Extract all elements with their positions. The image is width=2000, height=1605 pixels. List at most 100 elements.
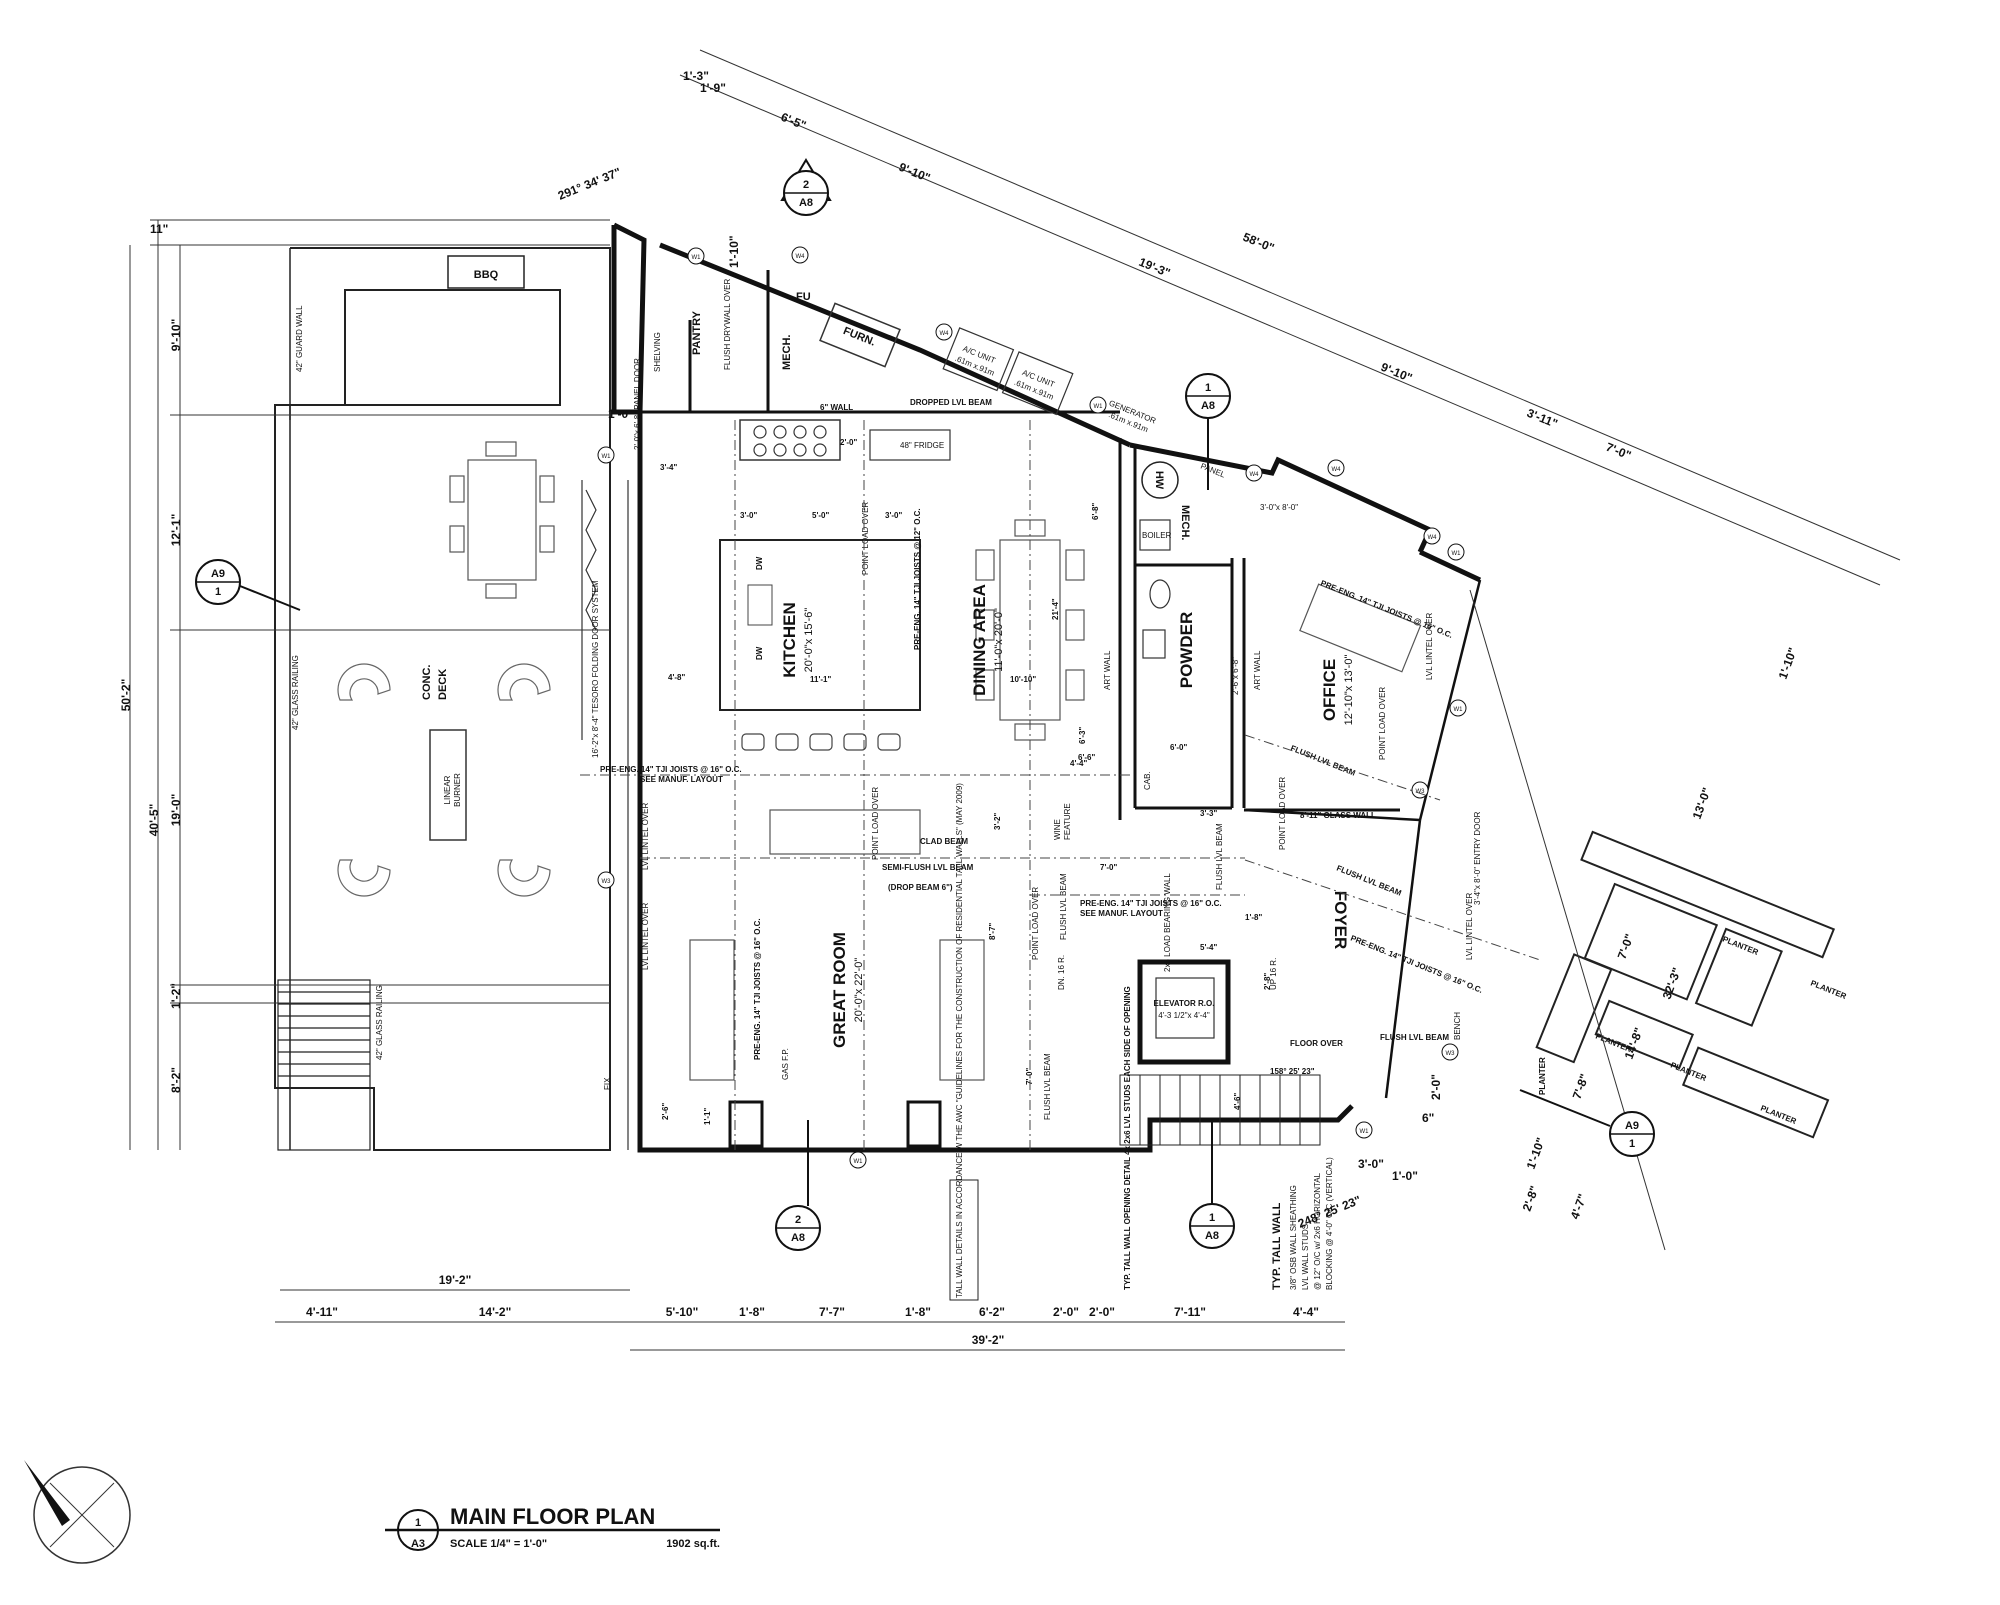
dim-bottom-14-2: 14'-2": [479, 1305, 512, 1319]
dim-3-0-right: 3'-0": [1358, 1157, 1384, 1171]
deck-stairs: [277, 979, 371, 1151]
title-scale: SCALE 1/4" = 1'-0": [450, 1538, 547, 1550]
dim-bottom-6-2: 6'-2": [979, 1305, 1005, 1319]
dim-3-11: 3'-11": [1525, 406, 1560, 431]
angle-158: 158° 25' 23": [1270, 1067, 1315, 1076]
dim-int-7-0b: 7'-0": [1025, 1068, 1034, 1085]
dim-9-10-right: 9'-10": [1379, 360, 1414, 385]
wtag-5: W4: [1250, 472, 1260, 478]
dim-bottom-1-8b: 1'-8": [905, 1305, 931, 1319]
tall-wall-details-note: TALL WALL DETAILS IN ACCORDANCE W THE AW…: [955, 783, 964, 1298]
stairs-dn-label: DN. 16 R.: [1057, 955, 1066, 990]
section-tag-a8-top-ref: A8: [799, 197, 813, 209]
dim-bottom-7-11: 7'-11": [1174, 1305, 1206, 1319]
elevator-car: [1155, 977, 1215, 1039]
dim-7-8: 7'-8": [1570, 1072, 1592, 1101]
bbq-label: BBQ: [474, 269, 499, 281]
deck-outline: [274, 247, 611, 1151]
joist-note-great: PRE-ENG. 14" TJI JOISTS @ 16" O.C.: [753, 918, 762, 1060]
deck-label-2: DECK: [437, 669, 449, 700]
dim-1-2: 1'-2": [169, 983, 183, 1009]
dim-2-8-right: 2'-8": [1520, 1184, 1542, 1213]
boiler-label: BOILER: [1142, 531, 1172, 540]
dim-bottom-39-2: 39'-2": [972, 1333, 1005, 1347]
bbq-unit: [447, 255, 525, 289]
elevator-label: ELEVATOR R.O.: [1154, 999, 1215, 1008]
dim-int-6-0: 6'-0": [1170, 743, 1187, 752]
shelving-note: SHELVING: [653, 332, 662, 372]
joist-note-deck: PRE-ENG. 14" TJI JOISTS @ 16" O.C.: [600, 765, 742, 774]
dimension-lines: [129, 49, 1901, 1351]
section-tag-a9-right: A9 1: [1519, 1089, 1655, 1157]
dim-int-21-4: 21'-4": [1051, 598, 1060, 620]
section-tag-a8-top: 2 A8: [780, 158, 832, 216]
title-area: 1902 sq.ft.: [666, 1538, 720, 1550]
dim-2-0-right: 2'-0": [1429, 1074, 1443, 1100]
dim-bottom-7-7: 7'-7": [819, 1305, 845, 1319]
art-wall-label-1: ART WALL: [1103, 650, 1112, 690]
dim-bottom-4-4: 4'-4": [1293, 1305, 1319, 1319]
dw-label-2: DW: [755, 646, 764, 660]
art-wall-label-2: ART WALL: [1253, 650, 1262, 690]
planter-label-6: PLANTER: [1538, 1057, 1547, 1095]
flush-lvl-stair: FLUSH LVL BEAM: [1380, 1033, 1449, 1042]
drop-beam-note: (DROP BEAM 6"): [888, 883, 953, 892]
wine-label: WINE: [1053, 819, 1062, 840]
burner-label-1: LINEAR: [443, 775, 452, 804]
kitchen-size: 20'-0"x 15'-6": [803, 608, 815, 673]
dim-int-5-4: 5'-4": [1200, 943, 1217, 952]
lvl-lintel-2: LVL LINTEL OVER: [641, 902, 650, 970]
dim-19-0: 19'-0": [169, 794, 183, 827]
wtag-4: W1: [1094, 404, 1104, 410]
glass-wall-note: 8'-11" GLASS WALL: [1300, 811, 1376, 820]
folding-door-note: 16'-2"x 8'-4" TESORO FOLDING DOOR SYSTEM: [591, 580, 600, 758]
planter-label-1: PLANTER: [1721, 935, 1760, 958]
dim-6-5: 6'-5": [779, 110, 808, 133]
wtag-12: W1: [1360, 1129, 1370, 1135]
dim-7-0-right: 7'-0": [1615, 932, 1637, 961]
dim-int-1-0: 1'-0": [608, 407, 634, 421]
dim-13-0: 13'-0": [1690, 786, 1714, 821]
gas-fp-label: GAS F.P.: [781, 1048, 790, 1080]
sheathing-note: 3/8" OSB WALL SHEATHING: [1289, 1185, 1298, 1290]
wtag-1: W1: [692, 255, 702, 261]
dim-1-10-right: 1'-10": [1776, 646, 1800, 681]
elevator-shaft: [1137, 959, 1231, 1065]
kitchen-label: KITCHEN: [780, 602, 799, 678]
dim-int-2-8: 2'-8": [1263, 973, 1272, 990]
dim-int-6-8: 6'-8": [1091, 503, 1100, 520]
dim-int-1-8: 1'-8": [1245, 913, 1262, 922]
wtag-7: W4: [1428, 535, 1438, 541]
title-text: MAIN FLOOR PLAN: [450, 1504, 655, 1529]
powder-label: POWDER: [1177, 612, 1196, 689]
section-tag-a8-top-num: 2: [803, 179, 809, 191]
section-tag-a9-right-ref: A9: [1625, 1120, 1639, 1132]
lvl-studs-note: LVL WALL STUDS: [1301, 1224, 1310, 1290]
point-load-great: POINT LOAD OVER: [871, 787, 880, 860]
deck-lounge-chairs: [337, 663, 551, 897]
dining-label: DINING AREA: [970, 584, 989, 696]
dim-1-10-top: 1'-10": [727, 235, 741, 268]
floor-over-label: FLOOR OVER: [1290, 1039, 1343, 1048]
dim-int-7-0: 7'-0": [1100, 863, 1117, 872]
flush-lvl-bottom: FLUSH LVL BEAM: [1043, 1053, 1052, 1120]
dim-int-10-10: 10'-10": [1010, 675, 1036, 684]
section-tag-a8-b-num: 1: [1209, 1212, 1215, 1224]
main-stairs: [1119, 1074, 1321, 1146]
burner-label-2: BURNER: [453, 773, 462, 807]
semi-flush-note: SEMI-FLUSH LVL BEAM: [882, 863, 974, 872]
window-tags: [597, 246, 1467, 1169]
kitchen-sink: [747, 584, 773, 626]
joist-note-deck-2: SEE MANUF. LAYOUT: [640, 775, 723, 784]
point-load-stair: POINT LOAD OVER: [1031, 887, 1040, 960]
section-tag-a8-right-ref: A8: [1201, 400, 1215, 412]
dim-bottom-2-0: 2'-0": [1053, 1305, 1079, 1319]
bottom-wall-details: [728, 1100, 942, 1148]
section-tag-a8-bottom-left: 2 A8: [775, 1120, 821, 1251]
lvl-lintel-1: LVL LINTEL OVER: [641, 802, 650, 870]
dim-int-2-0: 2'-0": [840, 438, 857, 447]
joist-note-foyer: PRE-ENG. 14" TJI JOISTS @ 16" O.C.: [1080, 899, 1222, 908]
dim-7-0-top: 7'-0": [1604, 440, 1633, 463]
dim-bottom-1-8: 1'-8": [739, 1305, 765, 1319]
